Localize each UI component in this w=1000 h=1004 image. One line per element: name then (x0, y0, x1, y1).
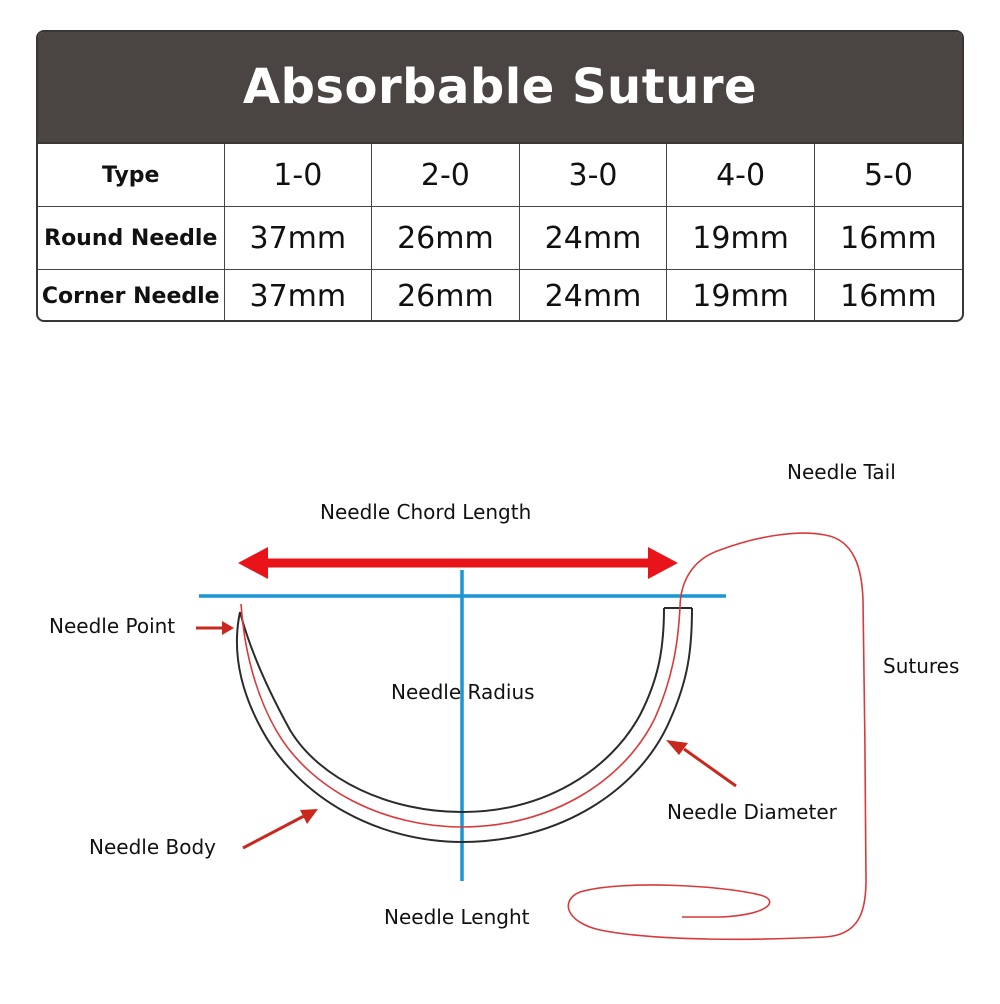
length-cell: 37mm (224, 269, 373, 320)
table-header: Absorbable Suture (38, 32, 962, 144)
length-cell: 16mm (814, 206, 962, 270)
needle-body-arrow-icon (242, 809, 318, 850)
label-needle-radius: Needle Radius (391, 680, 535, 704)
row-header-corner-needle: Corner Needle (38, 269, 225, 320)
length-cell: 16mm (840, 278, 937, 314)
table-row-corner-needle: Corner Needle 37mm 26mm 24mm 19mm 16mm (38, 269, 962, 320)
needle-outer-outline (235, 607, 693, 844)
length-cell: 19mm (666, 206, 815, 270)
needle-center-line (240, 603, 681, 828)
size-grid: Type 1-0 2-0 3-0 4-0 5-0 Round Needle 37… (38, 144, 962, 320)
label-needle-point: Needle Point (49, 614, 176, 638)
needle-diameter-arrow-icon (666, 740, 737, 788)
label-needle-chord-length: Needle Chord Length (320, 500, 532, 524)
label-sutures: Sutures (883, 654, 960, 678)
type-cell: 4-0 (666, 144, 815, 207)
length-cell: 19mm (666, 269, 815, 320)
length-cell: 37mm (224, 206, 373, 270)
type-cell: 3-0 (519, 144, 668, 207)
label-needle-diameter: Needle Diameter (667, 800, 837, 824)
length-cell: 26mm (371, 269, 520, 320)
type-cell: 2-0 (371, 144, 520, 207)
needle-point-arrow-icon (196, 621, 234, 635)
length-cell: 26mm (371, 206, 520, 270)
table-title: Absorbable Suture (242, 59, 758, 115)
length-cell: 24mm (519, 206, 668, 270)
label-needle-tail: Needle Tail (787, 460, 896, 484)
length-cell: 24mm (519, 269, 668, 320)
table-row-round-needle: Round Needle 37mm 26mm 24mm 19mm 16mm (38, 206, 962, 270)
row-header-round-needle: Round Needle (38, 206, 225, 270)
label-needle-length: Needle Lenght (384, 905, 530, 929)
label-needle-body: Needle Body (89, 835, 216, 859)
suture-thread (567, 532, 867, 941)
needle-inner-outline (239, 607, 665, 814)
type-cell: 5-0 (814, 144, 962, 207)
type-cell: 1-0 (224, 144, 373, 207)
row-header-type: Type (38, 144, 225, 207)
table-row-type: Type 1-0 2-0 3-0 4-0 5-0 (38, 144, 962, 207)
chord-length-arrow-icon (238, 547, 678, 579)
suture-spec-table: Absorbable Suture Type 1-0 2-0 3-0 4-0 5… (36, 30, 964, 322)
